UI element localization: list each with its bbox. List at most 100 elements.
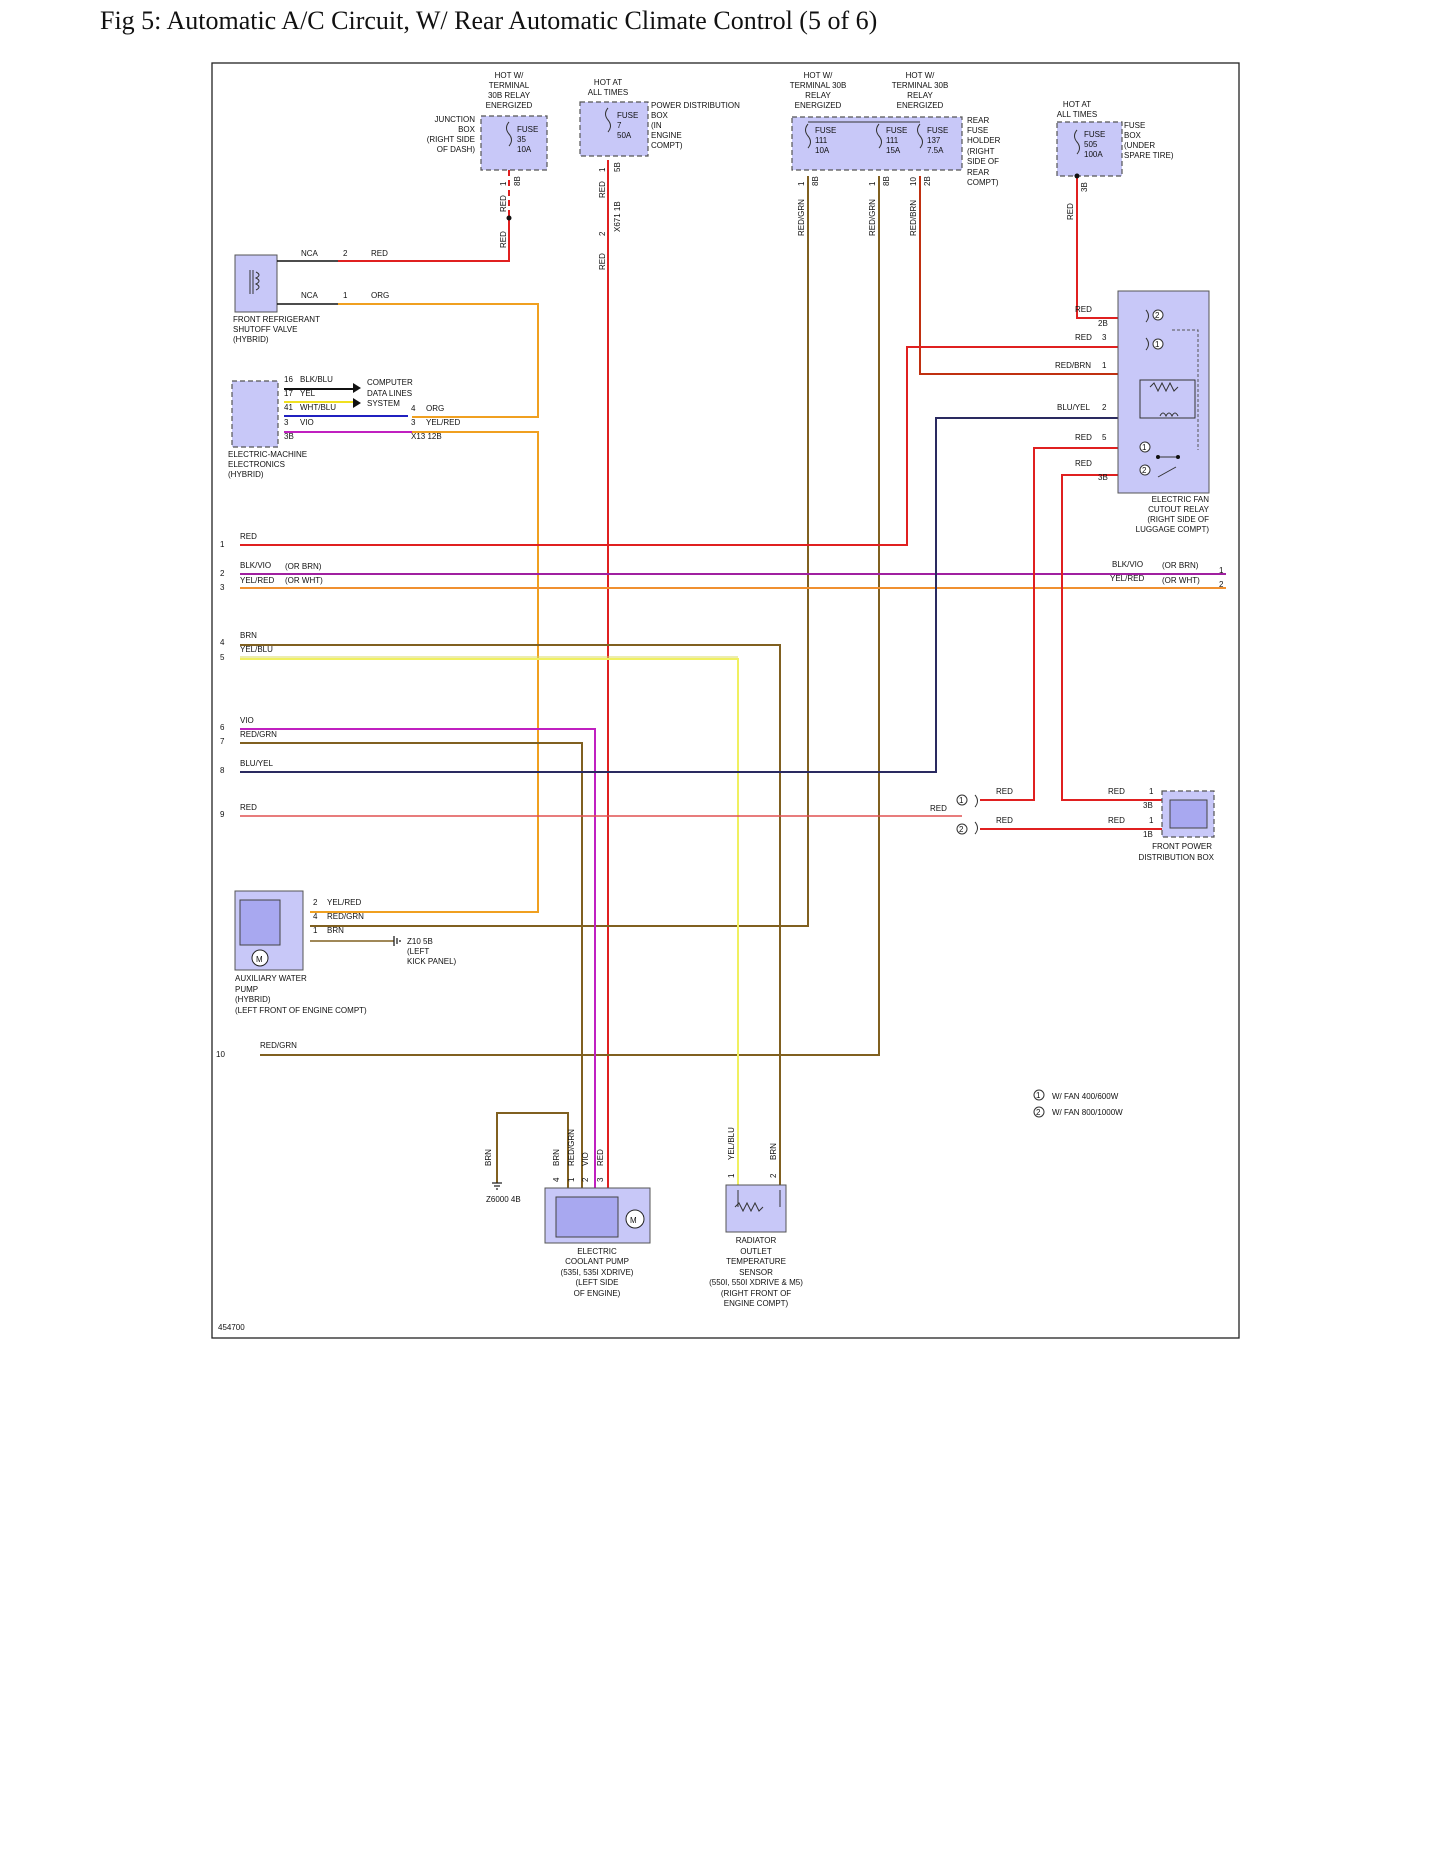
harness-alt: (OR BRN) <box>1162 561 1199 570</box>
svg-text:111: 111 <box>886 136 899 145</box>
svg-text:FUSE: FUSE <box>967 126 988 135</box>
harness-number: 2 <box>220 569 225 578</box>
electric-coolant-pump: M BRN RED/GRN VIO RED 4 1 2 3 ELECTRIC C… <box>544 1129 651 1298</box>
harness-number: 1 <box>1219 566 1224 575</box>
svg-text:111: 111 <box>815 136 828 145</box>
svg-text:RED/GRN: RED/GRN <box>567 1129 576 1166</box>
svg-text:4: 4 <box>552 1177 561 1182</box>
svg-text:1: 1 <box>1142 443 1147 452</box>
svg-text:BRN: BRN <box>552 1149 561 1166</box>
rear-fuse-holder: HOT W/ TERMINAL 30B RELAY ENERGIZED HOT … <box>790 71 1001 236</box>
svg-text:(RIGHT SIDE: (RIGHT SIDE <box>427 135 475 144</box>
harness-wire: BRN <box>240 631 257 640</box>
radiator-outlet-temperature-sensor: YEL/BLU BRN 1 2 RADIATOR OUTLET TEMPERAT… <box>709 1127 803 1308</box>
svg-text:SYSTEM: SYSTEM <box>367 399 400 408</box>
svg-text:4: 4 <box>313 912 318 921</box>
svg-text:OF DASH): OF DASH) <box>437 145 476 154</box>
svg-text:(550I, 550I XDRIVE & M5): (550I, 550I XDRIVE & M5) <box>709 1278 803 1287</box>
svg-text:COMPT): COMPT) <box>651 141 683 150</box>
svg-text:3B: 3B <box>1080 182 1089 192</box>
svg-text:POWER DISTRIBUTION: POWER DISTRIBUTION <box>651 101 740 110</box>
harness-wire: VIO <box>240 716 254 725</box>
svg-text:RED/GRN: RED/GRN <box>797 199 806 236</box>
svg-text:505: 505 <box>1084 140 1098 149</box>
svg-text:(HYBRID): (HYBRID) <box>228 470 264 479</box>
svg-text:3B: 3B <box>1098 473 1108 482</box>
svg-text:FUSE: FUSE <box>617 111 638 120</box>
power-distribution-box: HOT AT ALL TIMES POWER DISTRIBUTION BOX … <box>579 78 740 270</box>
harness-left-labels: 1 RED 2 BLK/VIO (OR BRN) 3 YEL/RED (OR W… <box>216 532 323 1059</box>
svg-text:5B: 5B <box>613 162 622 172</box>
svg-text:1: 1 <box>1036 1091 1041 1100</box>
svg-text:DISTRIBUTION BOX: DISTRIBUTION BOX <box>1138 853 1214 862</box>
svg-text:YEL/BLU: YEL/BLU <box>727 1127 736 1160</box>
front-refrigerant-shutoff-valve: NCA 2 RED NCA 1 ORG FRONT REFRIGERANT SH… <box>233 249 389 344</box>
harness-number: 5 <box>220 653 225 662</box>
svg-text:2: 2 <box>598 231 607 236</box>
svg-text:2: 2 <box>313 898 318 907</box>
svg-text:1: 1 <box>868 181 877 186</box>
svg-text:HOLDER: HOLDER <box>967 136 1001 145</box>
svg-text:COOLANT PUMP: COOLANT PUMP <box>565 1257 629 1266</box>
svg-text:(LEFT SIDE: (LEFT SIDE <box>576 1278 619 1287</box>
svg-text:W/ FAN 400/600W: W/ FAN 400/600W <box>1052 1092 1119 1101</box>
harness-number: 2 <box>1219 580 1224 589</box>
svg-text:RED/GRN: RED/GRN <box>868 199 877 236</box>
harness-number: 1 <box>220 540 225 549</box>
harness-number: 8 <box>220 766 225 775</box>
svg-text:ELECTRIC FAN: ELECTRIC FAN <box>1152 495 1210 504</box>
svg-text:X671 1B: X671 1B <box>613 201 622 232</box>
svg-text:RED/BRN: RED/BRN <box>1055 361 1091 370</box>
svg-text:(LEFT FRONT OF ENGINE COMPT): (LEFT FRONT OF ENGINE COMPT) <box>235 1006 367 1015</box>
harness-wire: YEL/RED <box>240 576 274 585</box>
svg-text:SPARE TIRE): SPARE TIRE) <box>1124 151 1174 160</box>
svg-text:SIDE OF: SIDE OF <box>967 157 999 166</box>
harness-number: 7 <box>220 737 225 746</box>
svg-text:BRN: BRN <box>769 1143 778 1160</box>
svg-text:2: 2 <box>769 1173 778 1178</box>
svg-text:FUSE: FUSE <box>927 126 948 135</box>
svg-text:DATA LINES: DATA LINES <box>367 389 412 398</box>
svg-text:FRONT REFRIGERANT: FRONT REFRIGERANT <box>233 315 320 324</box>
svg-text:NCA: NCA <box>301 291 319 300</box>
harness-wire: BLU/YEL <box>240 759 273 768</box>
svg-text:10A: 10A <box>815 146 830 155</box>
harness-wire: BLK/VIO <box>240 561 271 570</box>
harness-alt: (OR BRN) <box>285 562 322 571</box>
harness-wire: BLK/VIO <box>1112 560 1143 569</box>
ground-z6000: BRN Z6000 4B <box>484 1149 521 1204</box>
svg-text:8B: 8B <box>811 176 820 186</box>
svg-text:TERMINAL 30B: TERMINAL 30B <box>892 81 949 90</box>
auxiliary-water-pump: M 2 YEL/RED 4 RED/GRN 1 BRN Z10 5B (LEFT… <box>234 890 457 1015</box>
svg-text:RELAY: RELAY <box>907 91 933 100</box>
svg-text:ALL TIMES: ALL TIMES <box>1057 110 1097 119</box>
svg-text:VIO: VIO <box>581 1152 590 1166</box>
svg-text:FUSE: FUSE <box>1084 130 1105 139</box>
svg-text:RED: RED <box>1075 333 1092 342</box>
svg-text:1: 1 <box>1149 787 1154 796</box>
svg-text:BRN: BRN <box>327 926 344 935</box>
svg-text:RED: RED <box>1075 305 1092 314</box>
legend: 1 W/ FAN 400/600W 2 W/ FAN 800/1000W <box>1033 1089 1123 1118</box>
ground-icon <box>492 1182 502 1190</box>
svg-text:ENERGIZED: ENERGIZED <box>897 101 944 110</box>
svg-text:5: 5 <box>1102 433 1107 442</box>
svg-text:1: 1 <box>567 1177 576 1182</box>
svg-text:1: 1 <box>343 291 348 300</box>
svg-text:1: 1 <box>1102 361 1107 370</box>
svg-text:FUSE: FUSE <box>886 126 907 135</box>
harness-alt: (OR WHT) <box>1162 576 1200 585</box>
svg-text:(535I, 535I XDRIVE): (535I, 535I XDRIVE) <box>561 1268 634 1277</box>
svg-text:YEL/RED: YEL/RED <box>426 418 460 427</box>
svg-text:CUTOUT RELAY: CUTOUT RELAY <box>1148 505 1210 514</box>
svg-text:RED: RED <box>1108 787 1125 796</box>
svg-text:BLK/BLU: BLK/BLU <box>300 375 333 384</box>
svg-text:50A: 50A <box>617 131 632 140</box>
junction-box: HOT W/ TERMINAL 30B RELAY ENERGIZED JUNC… <box>427 71 548 248</box>
svg-text:3: 3 <box>284 418 289 427</box>
svg-text:(RIGHT FRONT OF: (RIGHT FRONT OF <box>721 1289 791 1298</box>
svg-text:Z6000 4B: Z6000 4B <box>486 1195 521 1204</box>
svg-text:100A: 100A <box>1084 150 1103 159</box>
svg-text:HOT W/: HOT W/ <box>495 71 525 80</box>
